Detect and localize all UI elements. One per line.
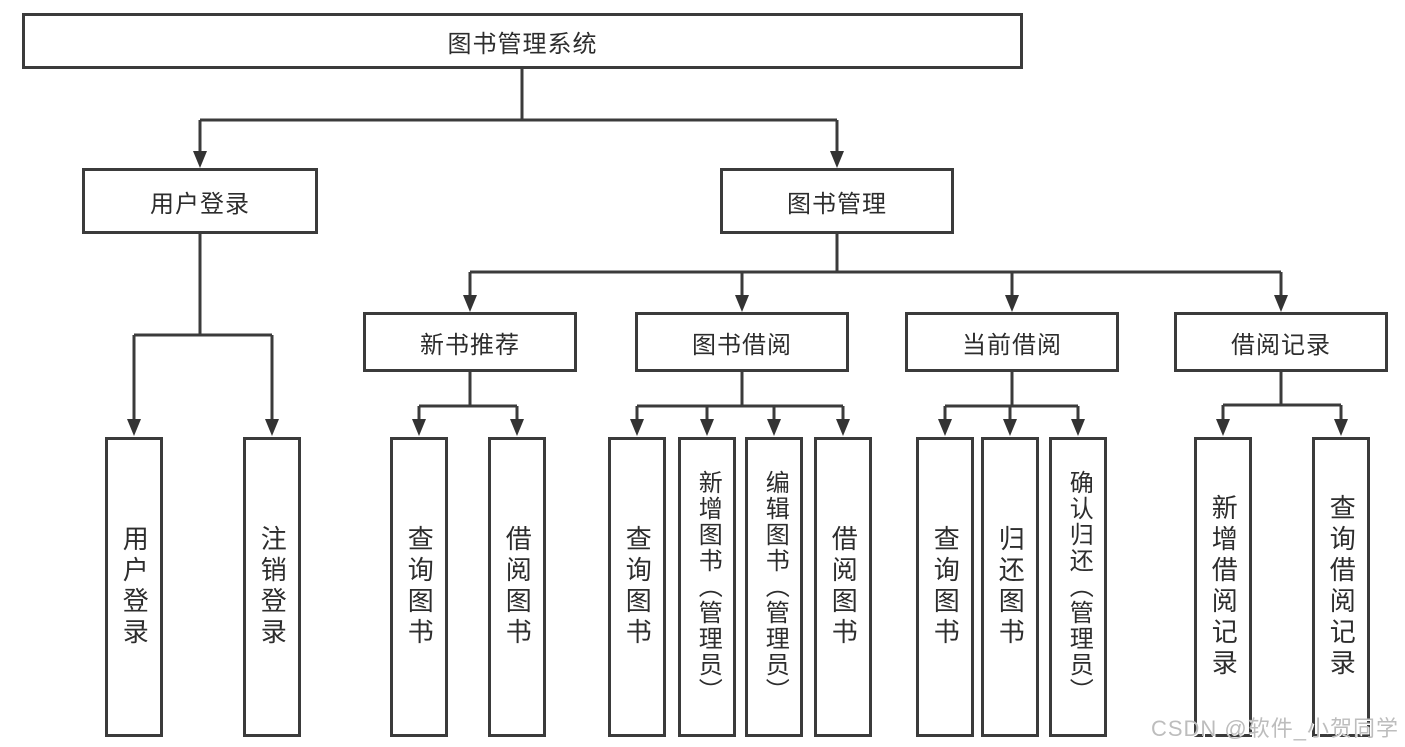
leaf-query-books-borrowing: 查询图书 — [608, 437, 666, 737]
arrowhead — [938, 419, 952, 436]
node-book-management-label: 图书管理 — [787, 190, 887, 218]
leaf-add-borrow-record: 新增借阅记录 — [1194, 437, 1252, 737]
leaf-query-borrow-record: 查询借阅记录 — [1312, 437, 1370, 737]
leaf-edit-books-admin-label: 编辑图书（管理员） — [761, 470, 789, 704]
leaf-query-books-current: 查询图书 — [916, 437, 974, 737]
node-root: 图书管理系统 — [22, 13, 1023, 69]
arrowhead — [1216, 419, 1230, 436]
arrowhead — [1003, 419, 1017, 436]
connector-new-book-recommend — [417, 372, 519, 421]
arrowhead — [767, 419, 781, 436]
arrowheads — [127, 151, 1348, 436]
node-user-login: 用户登录 — [82, 168, 318, 234]
leaf-query-books-current-label: 查询图书 — [930, 525, 961, 649]
arrowhead — [412, 419, 426, 436]
arrowhead — [836, 419, 850, 436]
leaf-borrow-books-recommend: 借阅图书 — [488, 437, 546, 737]
leaf-add-books-admin-label: 新增图书（管理员） — [694, 470, 722, 704]
node-current-borrowing-label: 当前借阅 — [962, 331, 1062, 359]
arrowhead — [630, 419, 644, 436]
connector-current-borrowing — [943, 372, 1080, 421]
arrowhead — [700, 419, 714, 436]
connector-book-management — [468, 234, 1283, 297]
node-root-label: 图书管理系统 — [447, 30, 598, 58]
arrowhead — [463, 295, 477, 312]
leaf-query-books-recommend-label: 查询图书 — [404, 525, 435, 649]
arrowhead — [830, 151, 844, 168]
arrowhead — [1274, 295, 1288, 312]
leaf-confirm-return-admin: 确认归还（管理员） — [1049, 437, 1107, 737]
leaf-logout: 注销登录 — [243, 437, 301, 737]
arrowhead — [735, 295, 749, 312]
arrowhead — [1071, 419, 1085, 436]
leaf-add-borrow-record-label: 新增借阅记录 — [1208, 494, 1239, 680]
node-new-book-recommend-label: 新书推荐 — [420, 331, 520, 359]
leaf-query-borrow-record-label: 查询借阅记录 — [1326, 494, 1357, 680]
leaf-query-books-borrowing-label: 查询图书 — [622, 525, 653, 649]
connector-root — [198, 69, 839, 152]
leaf-borrow-books-borrowing-label: 借阅图书 — [828, 525, 859, 649]
leaf-user-login: 用户登录 — [105, 437, 163, 737]
node-borrowing-records-label: 借阅记录 — [1231, 331, 1331, 359]
leaf-query-books-recommend: 查询图书 — [390, 437, 448, 737]
leaf-user-login-label: 用户登录 — [119, 525, 150, 649]
connector-user-login — [132, 234, 274, 421]
node-new-book-recommend: 新书推荐 — [363, 312, 577, 372]
leaf-confirm-return-admin-label: 确认归还（管理员） — [1065, 470, 1093, 704]
node-borrowing-records: 借阅记录 — [1174, 312, 1388, 372]
leaf-add-books-admin: 新增图书（管理员） — [678, 437, 736, 737]
node-book-borrowing: 图书借阅 — [635, 312, 849, 372]
connector-borrowing-records — [1221, 372, 1343, 421]
node-book-borrowing-label: 图书借阅 — [692, 331, 792, 359]
arrowhead — [265, 419, 279, 436]
node-book-management: 图书管理 — [720, 168, 954, 234]
leaf-return-books: 归还图书 — [981, 437, 1039, 737]
leaf-borrow-books-borrowing: 借阅图书 — [814, 437, 872, 737]
leaf-return-books-label: 归还图书 — [995, 525, 1026, 649]
node-user-login-label: 用户登录 — [150, 190, 250, 218]
arrowhead — [510, 419, 524, 436]
arrowhead — [1334, 419, 1348, 436]
leaf-edit-books-admin: 编辑图书（管理员） — [745, 437, 803, 737]
arrowhead — [127, 419, 141, 436]
watermark: CSDN @软件_小贺同学 — [1150, 716, 1399, 741]
arrowhead — [1005, 295, 1019, 312]
leaf-borrow-books-recommend-label: 借阅图书 — [502, 525, 533, 649]
arrowhead — [193, 151, 207, 168]
leaf-logout-label: 注销登录 — [257, 525, 288, 649]
node-current-borrowing: 当前借阅 — [905, 312, 1119, 372]
connector-book-borrowing — [635, 372, 845, 421]
